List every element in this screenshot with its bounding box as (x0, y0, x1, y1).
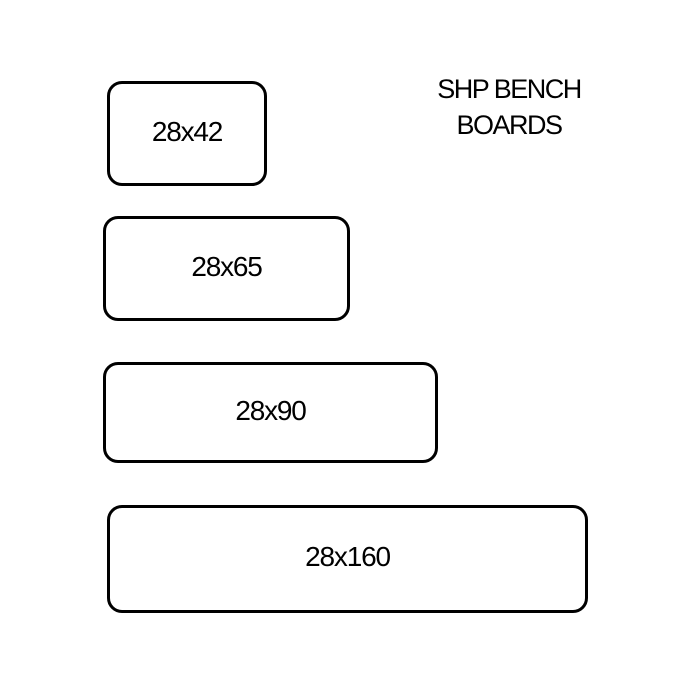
board-label: 28x90 (235, 394, 307, 426)
board-label: 28x160 (305, 541, 391, 572)
diagram-title-line1: SHP BENCH (437, 74, 582, 104)
diagram-title-line2: BOARDS (456, 110, 563, 140)
board-28x42: 28x42 (107, 81, 267, 186)
board-label: 28x42 (151, 115, 224, 147)
board-28x65: 28x65 (103, 216, 350, 321)
board-label: 28x65 (191, 250, 263, 282)
diagram-title: SHP BENCH BOARDS (394, 71, 624, 143)
board-28x90: 28x90 (103, 362, 438, 463)
board-28x160: 28x160 (107, 505, 588, 613)
